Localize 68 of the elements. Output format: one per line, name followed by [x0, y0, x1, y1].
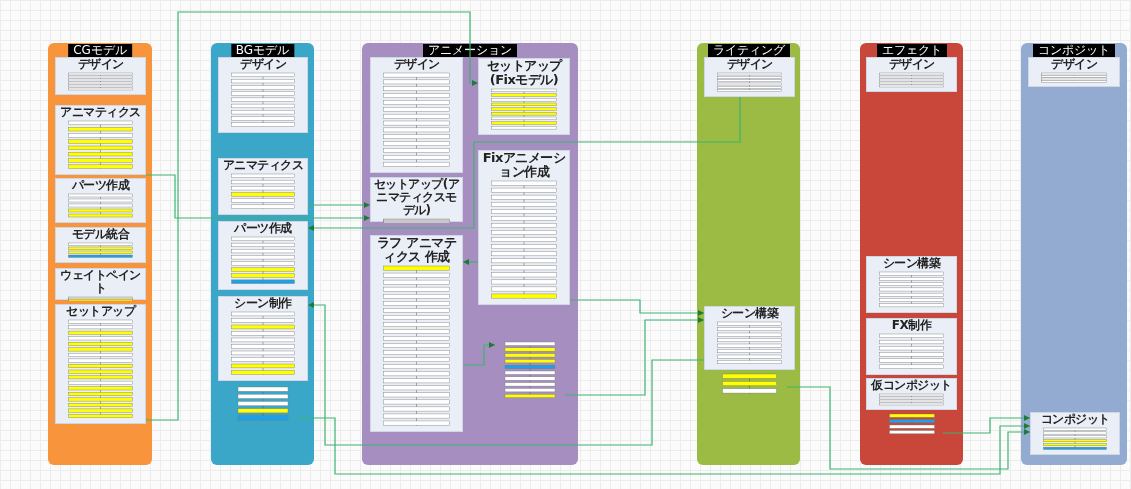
- section-heading: ウェイトペイント: [59, 269, 142, 295]
- section-panel: [478, 58, 570, 135]
- section-panel: [218, 296, 308, 381]
- swimlane: [1021, 43, 1127, 465]
- section-heading: デザイン: [392, 58, 441, 71]
- swimlane: [860, 43, 963, 465]
- section-panel: [866, 318, 957, 375]
- swimlane: [362, 43, 578, 465]
- section-heading: シーン構築: [719, 307, 780, 320]
- lane-title: CGモデル: [68, 44, 132, 57]
- section-heading: 仮コンポジット: [869, 379, 953, 392]
- section-panel: [866, 256, 957, 313]
- connector: [942, 415, 1031, 434]
- section-panel: [55, 178, 146, 223]
- section-panel: [55, 304, 146, 424]
- section-panel: [370, 57, 463, 173]
- section-heading: Fixアニメーション作成: [481, 151, 567, 179]
- section-heading: セットアップ: [65, 305, 137, 318]
- section-heading: パーツ作成: [233, 222, 293, 235]
- lane-title: アニメーション: [423, 44, 517, 57]
- section-heading: アニマティクス: [221, 159, 305, 172]
- section-heading: セットアップ(Fixモデル): [485, 59, 564, 87]
- lane-title: コンポジット: [1033, 44, 1115, 57]
- section-panel: [704, 57, 795, 97]
- section-heading: アニマティクス: [59, 106, 142, 119]
- section-heading: デザイン: [76, 58, 125, 71]
- section-heading: FX制作: [890, 319, 933, 332]
- section-heading: シーン構築: [881, 257, 942, 270]
- section-panel: [55, 105, 146, 175]
- section-panel: [704, 306, 795, 370]
- section-heading: デザイン: [725, 58, 774, 71]
- section-panel: [1028, 57, 1120, 87]
- swimlane: [211, 43, 314, 465]
- section-panel: [370, 235, 463, 432]
- swimlane: [48, 43, 152, 465]
- swimlane: [697, 43, 800, 465]
- section-panel: [866, 378, 957, 410]
- section-heading: コンポジット: [1039, 413, 1111, 426]
- section-panel: [218, 221, 308, 290]
- section-heading: デザイン: [1050, 58, 1098, 71]
- connector: [564, 317, 705, 396]
- section-heading: デザイン: [887, 58, 936, 71]
- section-panel: [218, 158, 308, 215]
- connector: [786, 386, 1031, 470]
- section-panel: [478, 150, 570, 305]
- section-panel: [1030, 412, 1120, 455]
- connector: [145, 174, 371, 221]
- lane-title: ライティング: [707, 44, 790, 57]
- section-heading: パーツ作成: [70, 179, 131, 192]
- lane-title: エフェクト: [876, 44, 947, 57]
- section-panel: [55, 57, 146, 95]
- lane-title: BGモデル: [230, 44, 295, 57]
- connector: [462, 342, 496, 366]
- connector: [145, 11, 479, 421]
- section-heading: モデル統合: [70, 228, 131, 241]
- connector: [569, 299, 705, 316]
- connector: [307, 96, 741, 231]
- connector: [462, 259, 479, 265]
- connector: [307, 302, 705, 446]
- connector: [307, 202, 371, 208]
- section-heading: デザイン: [239, 58, 287, 71]
- section-panel: [55, 227, 146, 263]
- section-heading: セットアップ(アニマティクスモデル): [372, 178, 461, 217]
- section-panel: [218, 57, 308, 133]
- connector: [297, 417, 1031, 475]
- section-heading: ラフ アニマティクス 作成: [376, 236, 458, 264]
- section-panel: [866, 57, 957, 92]
- section-heading: シーン制作: [233, 297, 293, 310]
